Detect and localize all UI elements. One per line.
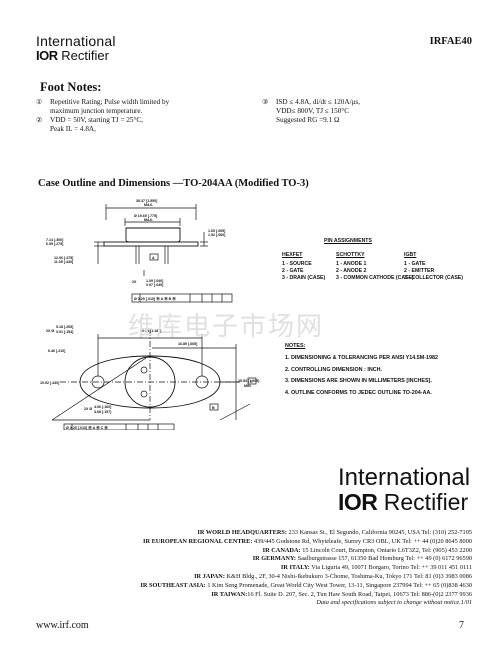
disclaimer: Data and specifications subject to chang… xyxy=(316,599,472,607)
section-title: Case Outline and Dimensions —TO-204AA (M… xyxy=(38,178,309,189)
dim-pin-hole-b: 3.68 [.157] xyxy=(94,410,111,414)
address-line: IR JAPAN: K&H Bldg., 2F, 30-4 Nishi-Ikeb… xyxy=(194,572,472,580)
address-line: IR TAIWAN:16 Fl. Suite D. 207, Sec. 2, T… xyxy=(211,590,472,598)
note-item: 2. CONTROLLING DIMENSION : INCH. xyxy=(285,366,383,373)
datum-c: C xyxy=(250,380,253,384)
dim-pin-diameter: 1.09 [.040] xyxy=(146,279,163,283)
dim-pin-hole-count: 2X Ø xyxy=(84,407,92,411)
ir-logo-small: International IOR Rectifier xyxy=(36,34,116,62)
dim-height-b: 6.59 [.275] xyxy=(46,242,63,246)
case-outline-drawing: 39.37 [1.550] MAX. Ø 19.69 [.775] MAX. 7… xyxy=(40,199,259,430)
notes-title: NOTES: xyxy=(285,343,306,349)
address-line: IR GERMANY: Saalburgstrasse 157, 61350 B… xyxy=(252,555,472,563)
dim-pin-offset: 6.46 [.210] xyxy=(48,349,65,353)
part-number: IRFAE40 xyxy=(429,36,472,47)
dim-pin-hole: 4.06 [.160] xyxy=(94,405,111,409)
address-line: IR EUROPEAN REGIONAL CENTRE: 439/445 God… xyxy=(143,537,472,545)
page-number: 7 xyxy=(459,620,464,631)
dim-pin-count: 2X xyxy=(132,280,137,284)
dim-overall-length: 39.37 [1.550] xyxy=(136,199,157,203)
address-line: IR ITALY: Via Liguria 49, 10071 Borgaro,… xyxy=(280,564,472,572)
watermark: 维库电子市场网 xyxy=(128,312,325,342)
dim-pin-spacing: 10.92 [.430] xyxy=(40,381,59,385)
dim-flange-b: 1.52 [.060] xyxy=(208,233,225,237)
note-item: 3. DIMENSIONS ARE SHOWN IN MILLIMETERS [… xyxy=(285,378,432,384)
address-line: IR SOUTHEAST ASIA: 1 Kim Seng Promenade,… xyxy=(140,581,472,589)
address-line: IR CANADA: 15 Lincoln Court, Brampton, O… xyxy=(262,546,472,554)
logo-large-line1: International xyxy=(338,464,471,491)
dim-flange: 1.65 [.065] xyxy=(208,229,225,233)
logo-line2: Rectifier xyxy=(61,48,109,63)
ir-logo-large: International IOR Rectifier xyxy=(338,466,470,514)
fcf-2: Ø 0.25 [.010] Ⓜ A Ⓜ C Ⓜ xyxy=(66,425,108,430)
dim-height: 7.14 [.300] xyxy=(46,238,63,242)
datum-b: B xyxy=(212,406,215,410)
logo-large-line2: Rectifier xyxy=(383,489,469,515)
logo-line1: International xyxy=(36,33,116,49)
dim-body-diameter-max: MAX. xyxy=(144,218,153,222)
dim-pin-length: 12.06 [.475] xyxy=(54,256,73,260)
footnotes-title: Foot Notes: xyxy=(40,80,102,94)
note-item: 4. OUTLINE CONFORMS TO JEDEC OUTLINE TO-… xyxy=(285,389,432,396)
drawing-notes: NOTES: 1. DIMENSIONING & TOLERANCING PER… xyxy=(285,343,438,399)
logo-large-ior: IOR xyxy=(338,489,378,515)
dim-pin-diameter-b: 0.97 [.035] xyxy=(146,283,163,287)
pin-col-hexfet: HEXFET 1 - SOURCE 2 - GATE 3 - DRAIN (CA… xyxy=(282,252,326,281)
logo-ior: IOR xyxy=(36,48,58,63)
datum-a: A xyxy=(152,256,155,260)
dim-mount-hole: 5.18 [.205] xyxy=(56,325,73,329)
dim-mount-hole-count: 2X Ø xyxy=(46,329,54,333)
pin-assignments-title: PIN ASSIGNMENTS xyxy=(324,238,372,244)
dim-overall-length-max: MAX. xyxy=(144,203,153,207)
dim-body-width-min: MIN. xyxy=(244,384,252,388)
note-item: 1. DIMENSIONING & TOLERANCING PER ANSI Y… xyxy=(285,355,438,361)
dim-hole-spacing: 30.15 [1.187] xyxy=(140,329,161,333)
pin-col-schottky: SCHOTTKY 1 - ANODE 1 2 - ANODE 2 3 - COM… xyxy=(336,252,414,281)
dim-mount-hole-b: 3.91 [.154] xyxy=(56,330,73,334)
address-line: IR WORLD HEADQUARTERS: 233 Kansas St., E… xyxy=(197,529,472,536)
footer-url[interactable]: www.irf.com xyxy=(36,620,89,631)
dim-pin-length-b: 11.05 [.440] xyxy=(54,260,73,264)
pin-col-igbt: IGBT 1 - GATE 2 - EMITTER 3 - COLLECTOR … xyxy=(404,252,463,281)
dim-body-width: 25.53 [1.005] xyxy=(238,379,259,383)
office-addresses: IR WORLD HEADQUARTERS: 233 Kansas St., E… xyxy=(22,529,472,608)
fcf-1: Ø 0.25 [.010] Ⓜ A Ⓜ B Ⓜ xyxy=(134,296,176,301)
dim-half-width: 16.89 [.665] xyxy=(178,342,197,346)
dim-body-diameter: Ø 19.69 [.775] xyxy=(134,214,157,218)
